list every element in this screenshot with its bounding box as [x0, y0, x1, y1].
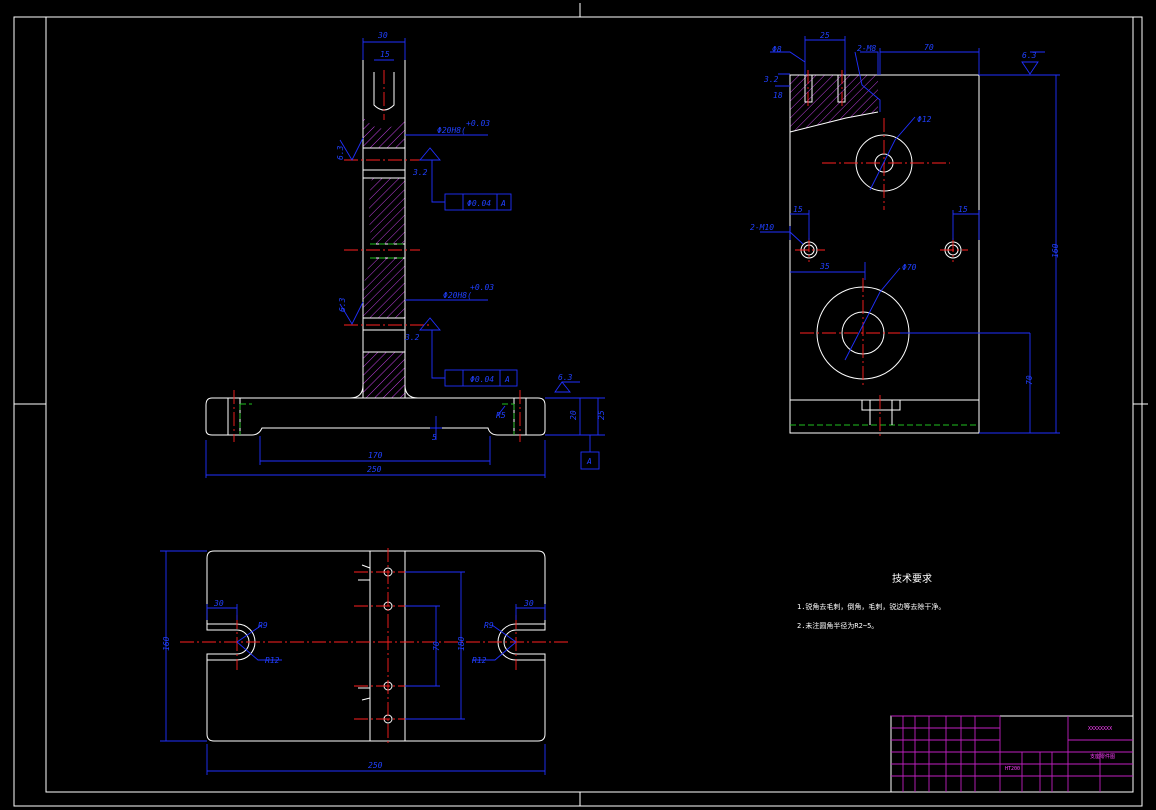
fcf-lower-tol: Φ0.04: [470, 375, 494, 384]
rough-upper: 3.2: [412, 168, 428, 177]
rough-left-upper: 6.3: [336, 145, 345, 160]
dim-offset-right: 15: [958, 205, 968, 214]
dim-right-width: 70: [924, 43, 934, 52]
dim-offset-left: 15: [793, 205, 803, 214]
dim-base-h1: 20: [569, 410, 578, 420]
dim-side-hole: 2-M10: [750, 223, 774, 232]
tech-req-line1: 1.锐角去毛刺，倒角，毛刺，锐边等去除干净。: [797, 602, 945, 611]
dim-depth: 18: [773, 91, 783, 100]
dim-height: 160: [1051, 243, 1060, 258]
rough-side-left: 3.2: [763, 75, 779, 84]
dim-thread: 2-M8: [857, 44, 876, 53]
dim-base-h2: 25: [597, 410, 606, 420]
rough-base: 6.3: [558, 373, 573, 382]
technical-requirements: 技术要求 1.锐角去毛刺，倒角，毛刺，锐边等去除干净。 2.未注圆角半径为R2~…: [797, 572, 945, 630]
plan-dim-right-slot: 30: [523, 599, 534, 608]
dim-span: 35: [819, 262, 830, 271]
title-block: XXXXXXXX 支座零件图 HT200: [890, 715, 1134, 793]
material: HT200: [1005, 766, 1020, 772]
datum-a-box: A: [586, 457, 592, 466]
dim-fit-upper: Φ20H8(: [437, 126, 466, 135]
plan-dim-right-slot-r: R9: [484, 621, 494, 630]
rough-left-lower: 6.3: [338, 297, 347, 312]
tech-req-line2: 2.未注圆角半径为R2~5。: [797, 621, 878, 630]
dim-base-step: 5: [432, 433, 437, 442]
rough-lower: 3.2: [404, 333, 420, 342]
fcf-lower-datum: A: [504, 375, 510, 384]
dim-base-slot: 170: [368, 451, 383, 460]
plan-dim-pitch-outer: 180: [457, 636, 466, 651]
part-name: 支座零件图: [1090, 753, 1115, 760]
front-view: 30 15 Φ20H8( +0.03 Φ20H8( +0.03 6.3 6.3 …: [205, 31, 606, 478]
drawing-frame: [13, 3, 1148, 807]
plan-dim-left-slot-r: R9: [258, 621, 268, 630]
dim-dia-big: Φ70: [902, 263, 917, 272]
dim-base-chamfer: R5: [496, 411, 506, 420]
drawing-title: XXXXXXXX: [1088, 726, 1112, 732]
dim-side-top: 25: [820, 31, 830, 40]
plan-dim-left-slot: 30: [213, 599, 224, 608]
dim-dia-top: Φ12: [917, 115, 932, 124]
dim-tol-lower: +0.03: [470, 283, 494, 292]
dim-slot-width: 15: [380, 50, 390, 59]
plan-dim-pitch-inner: 70: [432, 641, 441, 651]
dim-tol-upper: +0.03: [466, 119, 490, 128]
rough-side-right: 6.3: [1022, 51, 1037, 60]
dim-fit-lower: Φ20H8(: [443, 291, 472, 300]
plan-dim-total: 250: [368, 761, 383, 770]
plan-dim-right-r: R12: [472, 656, 487, 665]
fcf-upper-datum: A: [500, 199, 506, 208]
dim-height-lower: 70: [1025, 375, 1034, 385]
side-view: Φ8 25 2-M8 70 18 3.2 6.3 Φ12 2-M10 15 15…: [750, 31, 1060, 438]
dim-top-width: 30: [377, 31, 388, 40]
plan-dim-left-r: R12: [265, 656, 280, 665]
fcf-upper-tol: Φ0.04: [467, 199, 491, 208]
tech-req-heading: 技术要求: [892, 572, 932, 585]
dim-hole-top: Φ8: [772, 45, 782, 54]
plan-dim-height: 160: [162, 636, 171, 651]
plan-view: 160 250 30 R9 R12 30 R9 R12 70 180: [160, 548, 570, 775]
dim-base-total: 250: [367, 465, 382, 474]
